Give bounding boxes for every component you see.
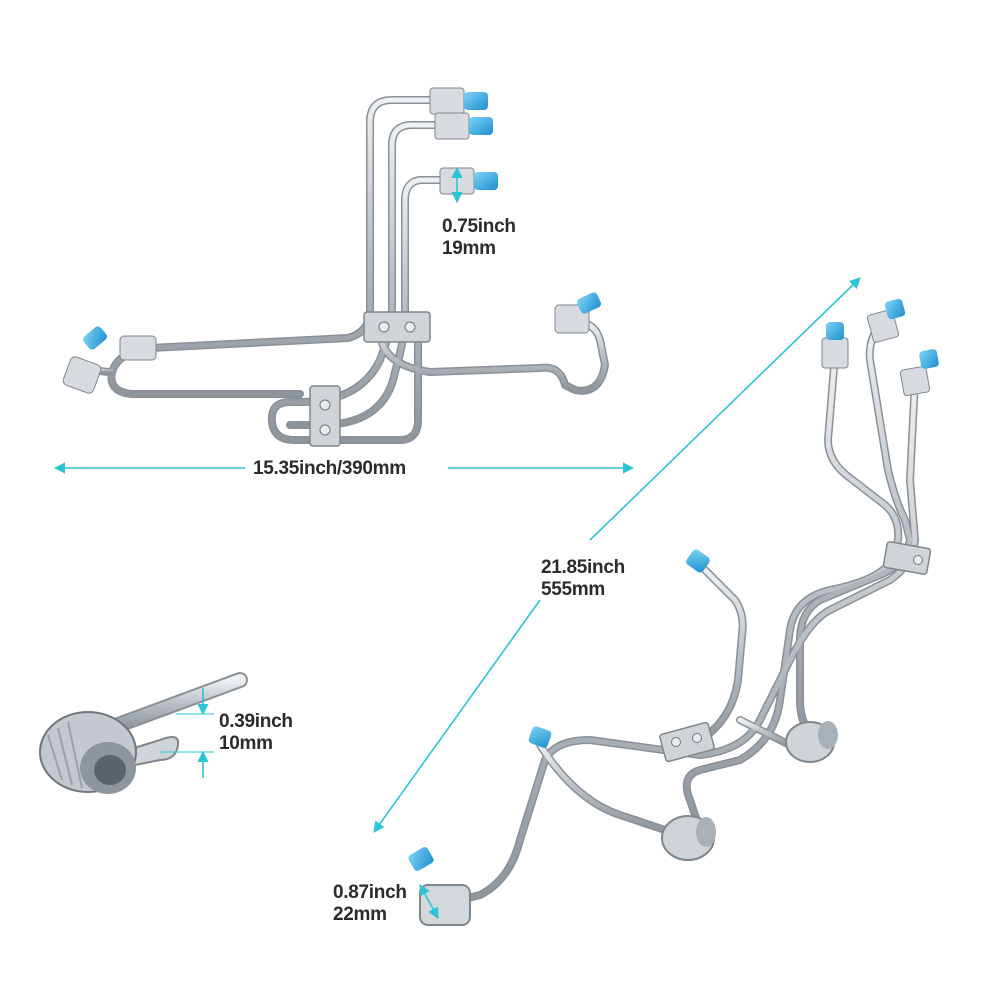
fitting-bottom xyxy=(408,847,471,926)
fitting-right xyxy=(785,721,838,763)
fitting-middle xyxy=(661,815,716,861)
right-nut-1 xyxy=(821,322,849,369)
tube-diameter-inch: 0.39inch xyxy=(219,711,293,732)
bottom-fitting-mm: 22mm xyxy=(333,904,387,925)
right-cap-5 xyxy=(528,726,552,748)
top-fitting-inch: 0.75inch xyxy=(442,216,516,237)
diagonal-arrow-up xyxy=(589,277,861,541)
right-fitting xyxy=(554,292,602,334)
left-fitting xyxy=(62,326,157,394)
fitting-closeup xyxy=(39,672,248,794)
right-nut-2 xyxy=(866,298,906,343)
dimension-arrows xyxy=(53,166,861,919)
top-fitting-mm: 19mm xyxy=(442,238,496,259)
width-label: 15.35inch/390mm xyxy=(253,458,406,480)
bottom-fitting-label: 0.87inch 22mm xyxy=(333,882,407,926)
right-cap-4 xyxy=(686,549,710,573)
width-text: 15.35inch/390mm xyxy=(253,458,406,479)
right-nut-3 xyxy=(899,349,939,397)
top-fitting-label: 0.75inch 19mm xyxy=(442,216,516,260)
tube-diameter-label: 0.39inch 10mm xyxy=(219,711,293,755)
diagonal-mm: 555mm xyxy=(541,579,605,600)
bottom-fitting-inch: 0.87inch xyxy=(333,882,407,903)
diagonal-label: 21.85inch 555mm xyxy=(541,557,625,601)
top-nut-3 xyxy=(439,167,498,195)
top-pipe-assembly xyxy=(62,87,609,447)
bottom-pipe-assembly xyxy=(408,298,939,926)
bottom-fitting-arrow xyxy=(419,884,439,919)
diagonal-arrow-down xyxy=(373,599,541,833)
tube-diameter-mm: 10mm xyxy=(219,733,273,754)
top-nut-1 xyxy=(429,87,488,115)
top-nut-2 xyxy=(434,112,493,140)
diagonal-inch: 21.85inch xyxy=(541,557,625,578)
